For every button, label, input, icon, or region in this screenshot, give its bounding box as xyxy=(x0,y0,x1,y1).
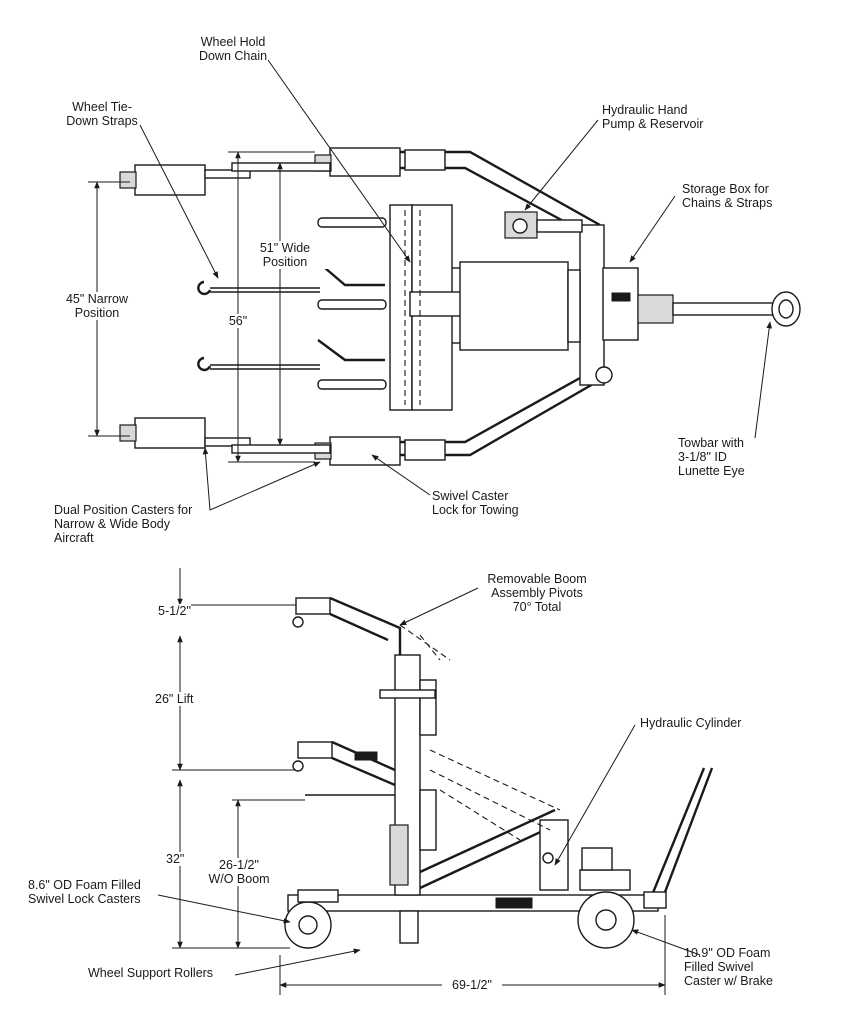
label-hydraulic-cylinder: Hydraulic Cylinder xyxy=(640,716,742,730)
hydraulic-pump xyxy=(504,211,583,239)
boom-lower xyxy=(292,740,396,787)
label-boom-offset: 5-1/2" xyxy=(158,604,191,618)
towbar xyxy=(637,291,801,327)
label-towbar: Towbar with 3-1/8" ID Lunette Eye xyxy=(678,436,745,478)
dim-overall xyxy=(228,151,315,463)
label-wide-position: 51" Wide Position xyxy=(240,241,330,269)
label-swivel-caster-lock: Swivel Caster Lock for Towing xyxy=(432,489,519,517)
wheel-support-rollers xyxy=(317,217,387,390)
dim-boom-offset xyxy=(172,568,296,606)
front-caster-side xyxy=(284,889,339,949)
lift-plate xyxy=(389,204,413,411)
caster-bottom-right xyxy=(231,436,401,466)
hold-down-chain xyxy=(404,210,421,405)
label-front-casters: 8.6" OD Foam Filled Swivel Lock Casters xyxy=(28,878,141,906)
tow-handle-side xyxy=(643,767,714,909)
label-rear-caster: 10.9" OD Foam Filled Swivel Caster w/ Br… xyxy=(684,946,773,988)
label-height-total: 32" xyxy=(166,852,185,866)
label-overall-length: 69-1/2" xyxy=(442,978,502,992)
label-wheel-tie-down-straps: Wheel Tie- Down Straps xyxy=(66,100,138,128)
top-view xyxy=(88,59,801,511)
center-body xyxy=(459,261,569,351)
boom-upper xyxy=(292,596,402,655)
label-storage-box: Storage Box for Chains & Straps xyxy=(682,182,773,210)
label-hydraulic-hand-pump: Hydraulic Hand Pump & Reservoir xyxy=(602,103,704,131)
rear-caster-side xyxy=(577,847,635,949)
label-narrow-position: 45" Narrow Position xyxy=(48,292,146,320)
label-overall-width: 56" xyxy=(222,314,254,328)
label-dual-position-casters: Dual Position Casters for Narrow & Wide … xyxy=(54,503,193,545)
hydraulic-cylinder-side xyxy=(419,808,569,891)
tie-down-straps xyxy=(197,280,320,372)
side-view xyxy=(157,568,714,995)
label-lift: 26" Lift xyxy=(155,692,194,706)
caster-bottom-left xyxy=(119,417,251,449)
label-wheel-support-rollers: Wheel Support Rollers xyxy=(88,966,214,980)
rear-frame xyxy=(579,224,605,386)
label-wheel-hold-down-chain: Wheel Hold Down Chain xyxy=(198,35,268,63)
storage-box xyxy=(602,267,639,341)
label-removable-boom: Removable Boom Assembly Pivots 70° Total xyxy=(487,572,587,614)
label-height-without-boom: 26-1/2" W/O Boom xyxy=(198,858,280,886)
caster-top-left xyxy=(119,164,251,196)
